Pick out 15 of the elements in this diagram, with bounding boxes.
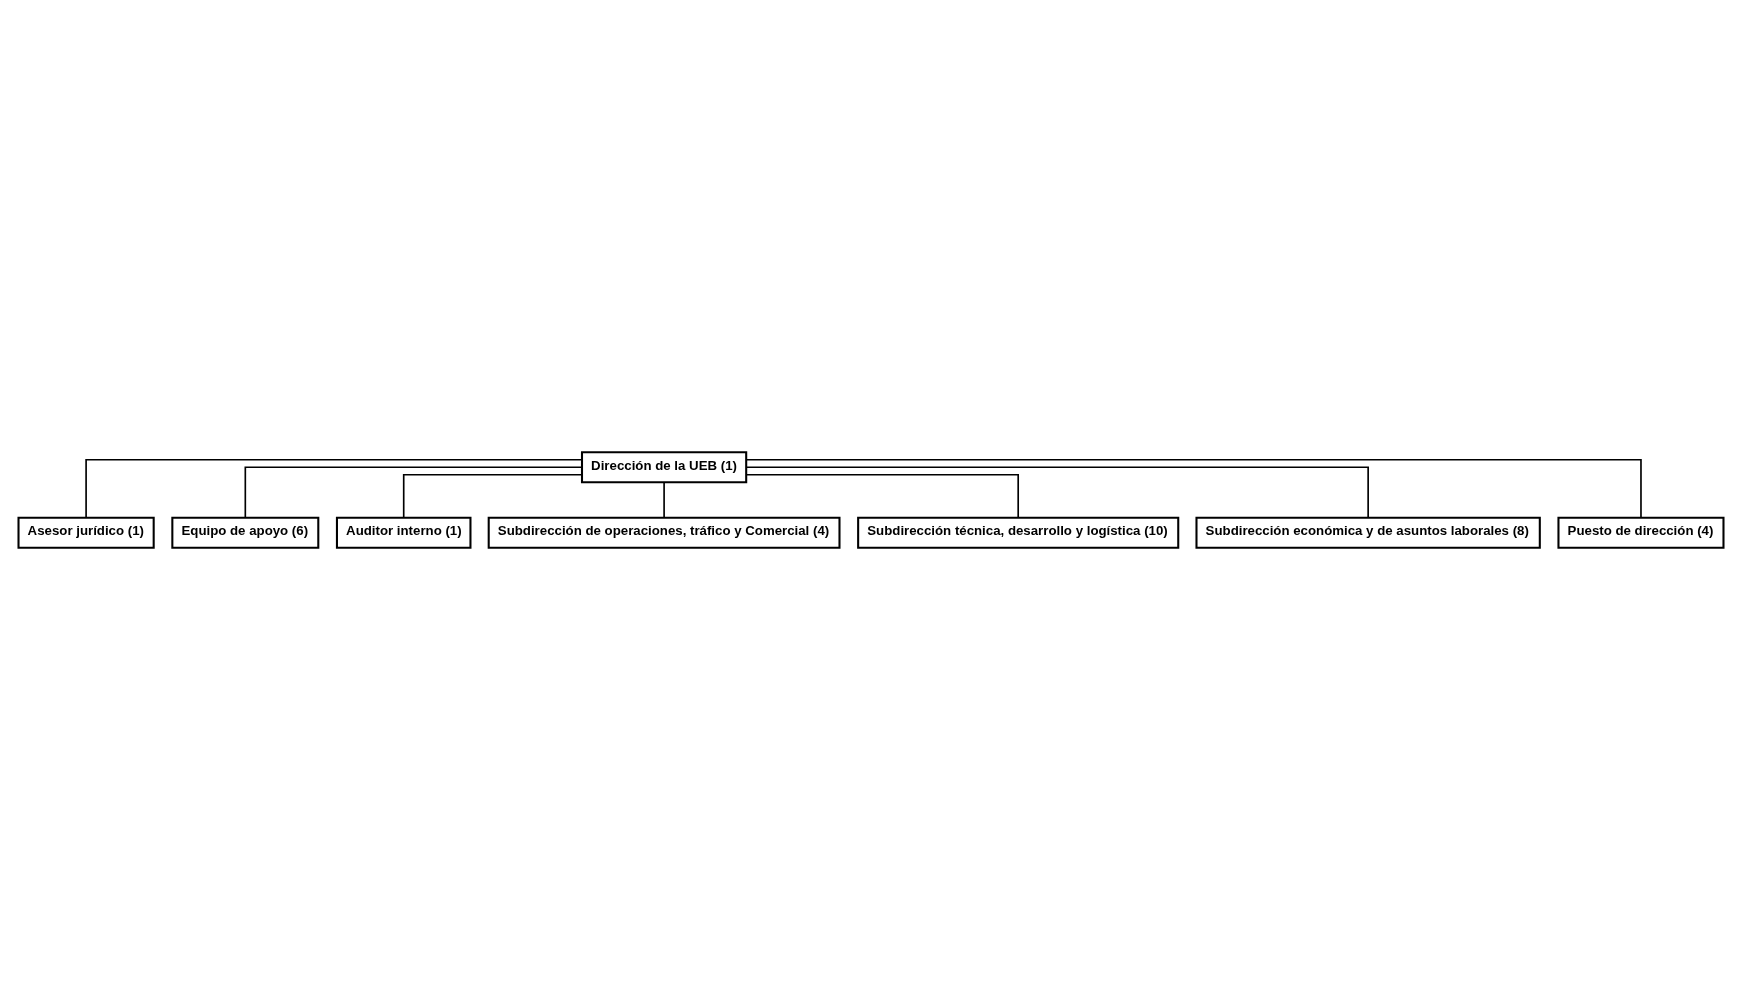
connector [663,481,665,518]
connector [85,458,583,518]
node-box: Asesor jurídico (1) [17,516,155,549]
node-box: Puesto de dirección (4) [1557,516,1725,549]
connector [745,465,1369,518]
node-box: Subdirección económica y de asuntos laborales (8) [1195,516,1541,549]
connector [745,473,1020,519]
connector [745,458,1642,518]
node-box: Auditor interno (1) [335,516,472,549]
connector [244,465,583,518]
node-box: Subdirección de operaciones, tráfico y Comercial (4) [487,516,841,549]
connector [402,473,583,519]
node-box: Subdirección técnica, desarrollo y logística (10) [857,516,1180,549]
node-box: Dirección de la UEB (1) [580,450,748,483]
node-box: Equipo de apoyo (6) [171,516,320,549]
